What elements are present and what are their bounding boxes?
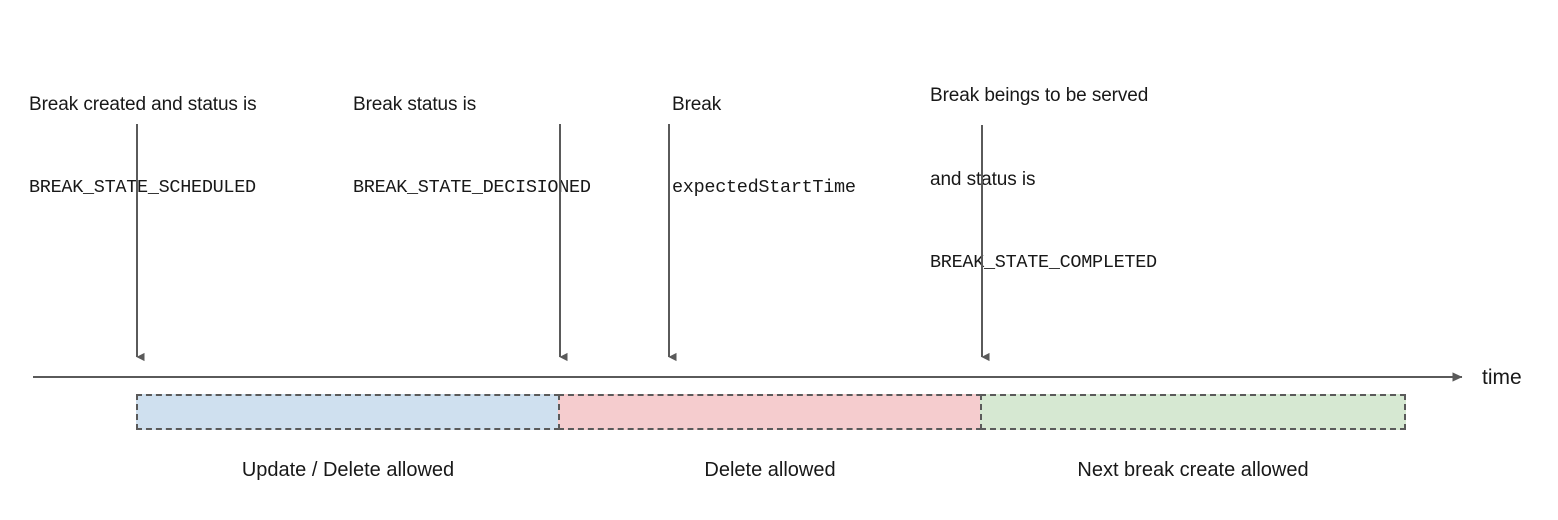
annotation-line: and status is — [930, 168, 1036, 190]
annotation-break-created: Break created and status is BREAK_STATE_… — [29, 36, 257, 256]
time-axis-label: time — [1482, 366, 1522, 389]
annotation-line: Break beings to be served — [930, 84, 1149, 106]
annotation-break-decisioned: Break status is BREAK_STATE_DECISIONED — [353, 36, 591, 256]
annotation-line: BREAK_STATE_DECISIONED — [353, 176, 591, 198]
segment-bar-update-delete — [136, 394, 560, 430]
annotation-line: Break created and status is — [29, 93, 257, 115]
annotation-line: Break status is — [353, 93, 477, 115]
annotation-line: BREAK_STATE_COMPLETED — [930, 252, 1157, 274]
segment-bar-next-break-create — [980, 394, 1406, 430]
annotation-line: expectedStartTime — [672, 176, 856, 198]
annotation-line: BREAK_STATE_SCHEDULED — [29, 176, 256, 198]
segment-caption-update-delete: Update / Delete allowed — [241, 459, 455, 481]
annotation-expected-start-time: Break expectedStartTime — [672, 36, 856, 256]
segment-bar-delete — [558, 394, 982, 430]
annotation-break-completed: Break beings to be served and status is … — [930, 27, 1157, 331]
segment-caption-next-break-create: Next break create allowed — [1077, 459, 1309, 481]
annotation-line: Break — [672, 93, 722, 115]
segment-caption-delete: Delete allowed — [704, 459, 836, 481]
